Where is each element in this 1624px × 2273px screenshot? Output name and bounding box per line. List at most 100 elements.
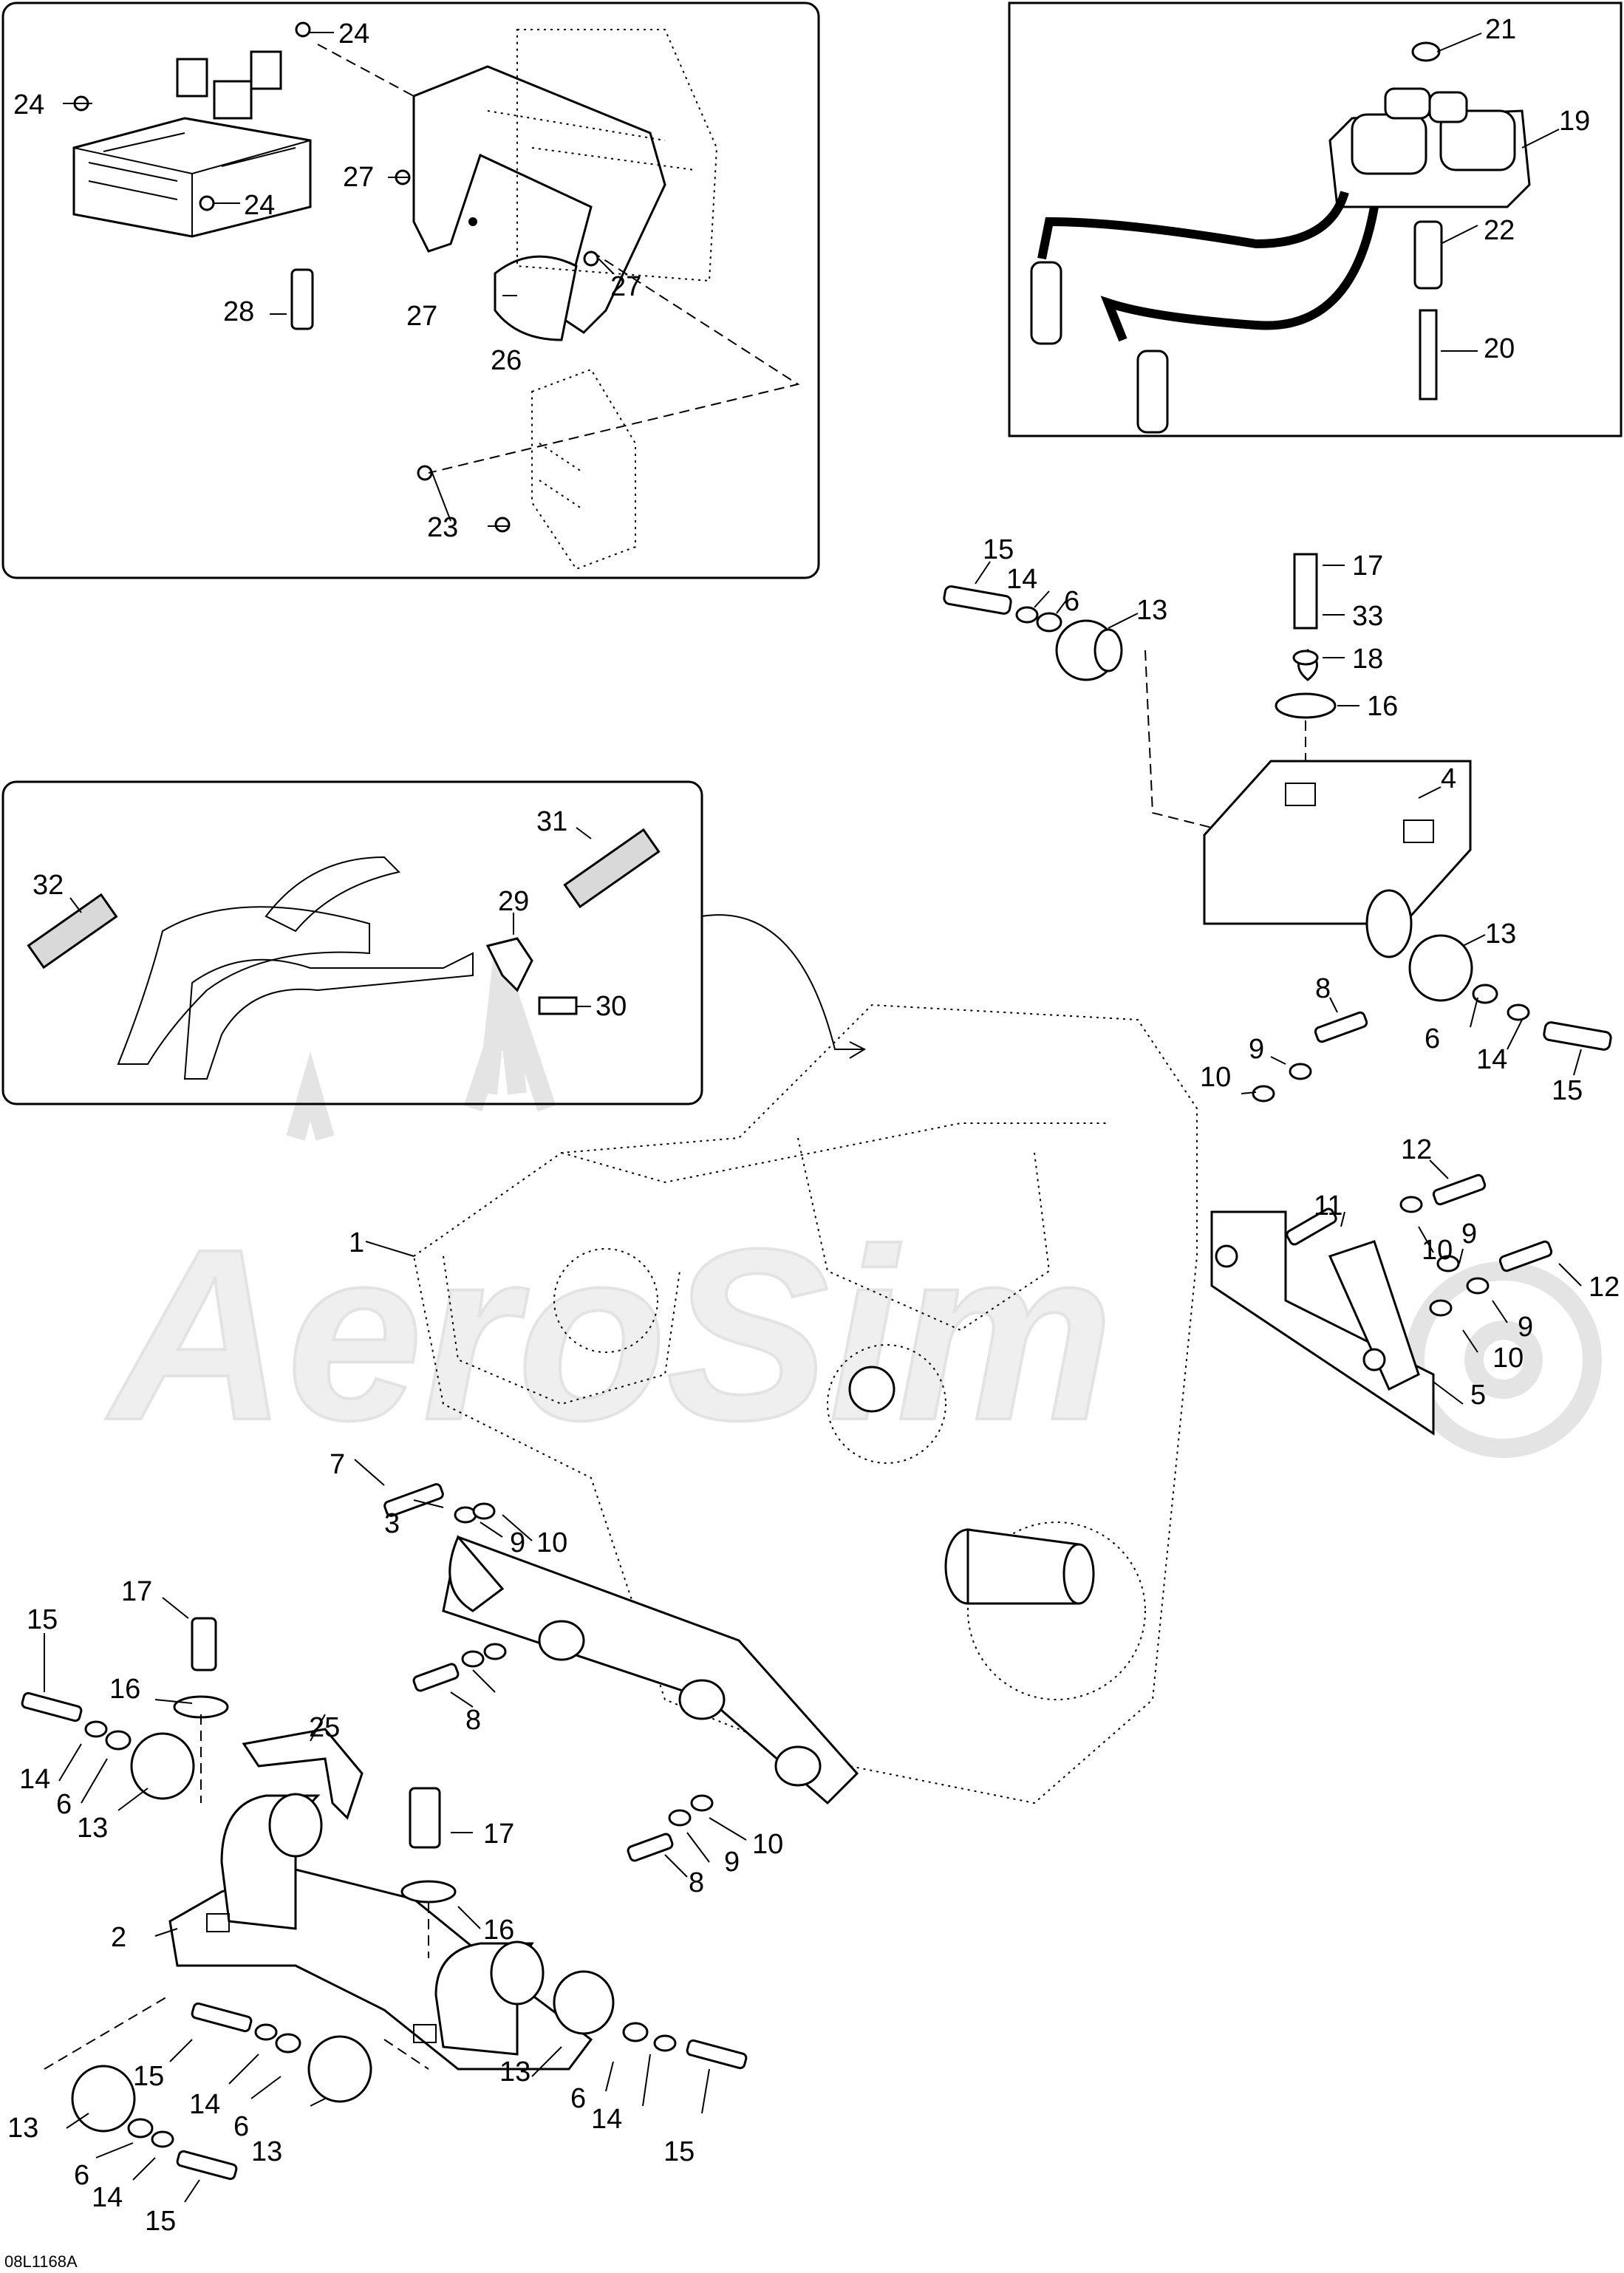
callout-10: 10	[1200, 1062, 1231, 1093]
upper-right-mount: 15 14 6 13 17 33 18 16 4 13 6 14 15	[943, 534, 1612, 1106]
bolt-icon	[1419, 309, 1438, 401]
washer-icon	[173, 1695, 229, 1719]
callout-12: 12	[1589, 1272, 1620, 1303]
callout-6: 6	[74, 2160, 89, 2191]
callout-27: 27	[610, 271, 641, 302]
callout-16: 16	[1367, 691, 1398, 722]
callout-24: 24	[338, 18, 369, 50]
callout-15: 15	[27, 1604, 58, 1635]
ecm-module	[531, 368, 636, 570]
callout-15: 15	[133, 2061, 164, 2092]
callout-13: 13	[499, 2056, 530, 2088]
callout-9: 9	[1518, 1312, 1533, 1343]
watermark: AeroSim	[102, 959, 1602, 1472]
callout-4: 4	[1441, 763, 1456, 794]
callout-21: 21	[1485, 14, 1516, 45]
engine-assembly	[412, 1003, 1198, 1805]
callout-14: 14	[92, 2182, 123, 2213]
callout-6: 6	[570, 2083, 586, 2114]
bolt-icon	[627, 1833, 674, 1862]
callout-14: 14	[1476, 1044, 1507, 1075]
callout-11: 11	[1314, 1190, 1342, 1221]
callout-24: 24	[244, 190, 275, 221]
washer-icon	[1429, 1299, 1453, 1317]
bolt-icon	[409, 1787, 441, 1849]
rubber-mount-icon	[130, 1732, 195, 1800]
callout-10: 10	[752, 1829, 783, 1860]
callout-16: 16	[483, 1915, 514, 1946]
drawing-code: 08L1168A	[4, 2252, 78, 2271]
washer-icon	[1275, 692, 1337, 719]
bolt-icon	[686, 2039, 748, 2070]
washer-icon	[472, 1502, 496, 1520]
callout-25: 25	[309, 1712, 340, 1743]
callout-15: 15	[983, 534, 1014, 565]
callout-9: 9	[510, 1527, 525, 1558]
callout-6: 6	[1064, 586, 1079, 617]
callout-9: 9	[1461, 1219, 1477, 1250]
washer-icon	[1436, 1255, 1460, 1272]
spark-plug-cap	[1030, 261, 1062, 345]
callout-14: 14	[1006, 564, 1037, 595]
callout-30: 30	[596, 991, 627, 1022]
callout-1: 1	[349, 1227, 364, 1258]
callout-10: 10	[1422, 1235, 1453, 1266]
washer-icon	[653, 2034, 677, 2052]
center-fasteners: 1 3 7 9 10 8 8 9 10	[330, 1227, 783, 1898]
bolt-icon	[943, 585, 1012, 615]
bolt-icon	[538, 996, 578, 1015]
callout-6: 6	[1425, 1023, 1440, 1054]
callout-27: 27	[406, 301, 437, 332]
callout-3: 3	[384, 1508, 400, 1539]
washer-icon	[1289, 1063, 1312, 1080]
rubber-mount-icon	[1408, 934, 1473, 1002]
callout-14: 14	[19, 1764, 50, 1795]
bolt-icon	[176, 2150, 238, 2181]
spacer-icon	[1413, 220, 1443, 290]
callout-8: 8	[465, 1705, 481, 1736]
callout-31: 31	[536, 806, 567, 837]
callout-17: 17	[121, 1576, 152, 1607]
nut-icon	[199, 195, 215, 211]
callout-6: 6	[56, 1789, 72, 1820]
right-support-bracket	[1210, 1210, 1435, 1436]
callout-19: 19	[1559, 106, 1590, 137]
spring-icon	[27, 893, 118, 969]
washer-icon	[275, 2033, 301, 2054]
callout-7: 7	[330, 1449, 345, 1480]
callout-24: 24	[13, 89, 44, 120]
callout-9: 9	[724, 1847, 740, 1878]
washer-icon	[1507, 1003, 1530, 1021]
callout-14: 14	[189, 2089, 220, 2120]
fuse-icon	[290, 268, 314, 330]
bolt-icon	[1314, 1011, 1368, 1043]
washer-icon	[690, 1794, 714, 1812]
spring-icon	[563, 828, 661, 909]
washer-icon	[84, 1720, 108, 1738]
callout-10: 10	[1492, 1343, 1524, 1374]
callout-22: 22	[1484, 215, 1515, 246]
bolt-icon	[1498, 1240, 1553, 1272]
nut-icon	[295, 21, 311, 38]
callout-8: 8	[1315, 973, 1331, 1004]
bolt-icon	[21, 1691, 83, 1722]
callout-13: 13	[7, 2113, 38, 2144]
inset-electrical-box: 24 24 24 27 27 27 28 26 23	[1, 1, 820, 579]
nut-icon	[494, 517, 511, 533]
bolt-icon	[1286, 1207, 1337, 1246]
callout-29: 29	[498, 886, 529, 917]
inset-hoses: 32 31 29 30	[1, 780, 867, 1105]
clamp-icon	[485, 937, 533, 992]
callout-10: 10	[536, 1527, 567, 1558]
callout-32: 32	[33, 870, 64, 901]
inset-ignition-coil: 21 19 22 20	[1008, 1, 1623, 437]
watermark-text: AeroSim	[103, 1198, 1113, 1471]
callout-17: 17	[1352, 551, 1383, 582]
mount-block	[1203, 760, 1472, 925]
washer-icon	[151, 2130, 174, 2148]
callout-18: 18	[1352, 644, 1383, 675]
callout-26: 26	[491, 345, 522, 376]
callout-5: 5	[1470, 1380, 1486, 1411]
rubber-mount-icon	[307, 2035, 372, 2103]
